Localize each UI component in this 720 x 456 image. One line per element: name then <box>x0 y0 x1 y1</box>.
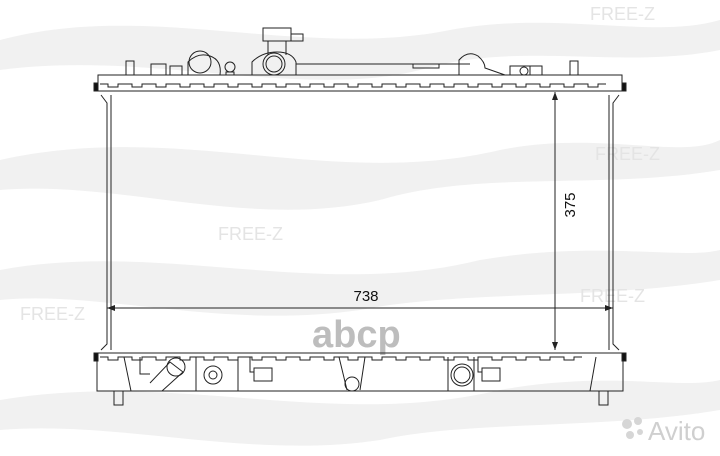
width-dimension-label: 738 <box>353 288 378 305</box>
dimension-width: 738 <box>107 288 613 311</box>
bottom-tank <box>93 352 627 406</box>
top-tank <box>93 27 627 92</box>
watermark-brand: FREE-Z <box>218 224 283 244</box>
avito-dots-icon <box>622 417 643 439</box>
watermark-brand: FREE-Z <box>595 144 660 164</box>
watermark-avito-logo: Avito <box>648 416 705 446</box>
background-waves <box>0 20 720 446</box>
watermark-abcp-logo: abcp <box>312 314 401 356</box>
watermark-group: FREE-Z FREE-Z FREE-Z FREE-Z FREE-Z abcp … <box>20 4 705 446</box>
dimension-height: 375 <box>552 92 579 350</box>
height-dimension-label: 375 <box>562 192 579 217</box>
watermark-brand: FREE-Z <box>590 4 655 24</box>
radiator-core <box>100 94 620 351</box>
watermark-brand: FREE-Z <box>20 304 85 324</box>
